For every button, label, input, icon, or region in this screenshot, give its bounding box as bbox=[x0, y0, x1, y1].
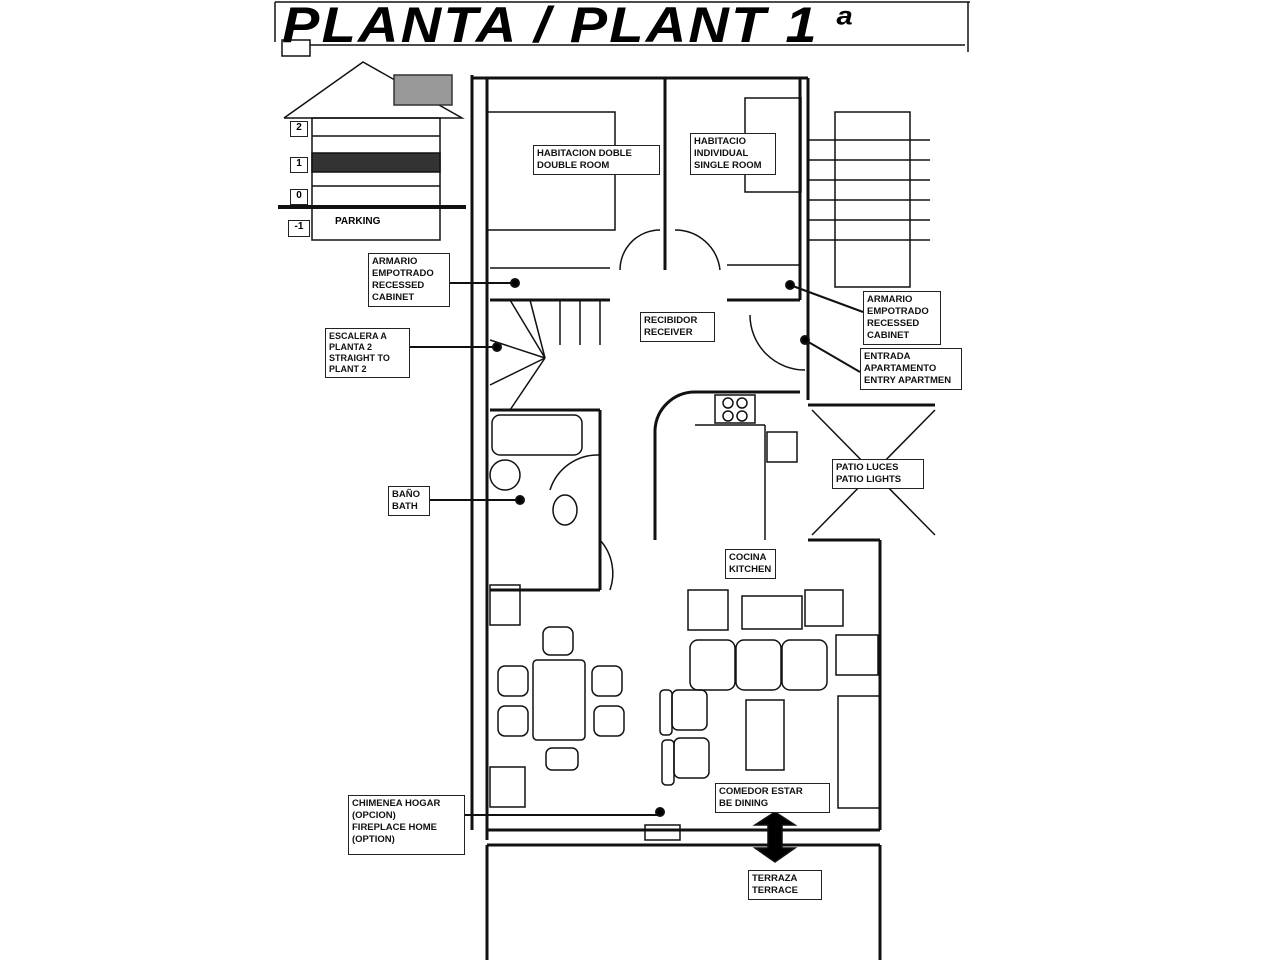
label-line: FIREPLACE HOME bbox=[352, 822, 437, 833]
furniture bbox=[486, 97, 936, 841]
label-line: APARTAMENTO bbox=[864, 363, 937, 374]
terrace-arrow-icon bbox=[752, 811, 798, 863]
label-line: COCINA bbox=[729, 552, 767, 563]
label-line: ENTRY APARTMEN bbox=[864, 375, 952, 386]
label-line: (OPTION) bbox=[352, 834, 395, 845]
label-line: ESCALERA A bbox=[329, 331, 387, 341]
label-line: HABITACION DOBLE bbox=[537, 148, 632, 159]
label-line: RECESSED bbox=[372, 280, 425, 291]
label-line: CABINET bbox=[867, 330, 910, 341]
label-line: ENTRADA bbox=[864, 351, 911, 362]
label-line: RECESSED bbox=[867, 318, 920, 329]
label-line: ARMARIO bbox=[867, 294, 913, 305]
level-1-label: 1 bbox=[290, 157, 308, 173]
label-line: PATIO LUCES bbox=[836, 462, 899, 473]
label-line: BAÑO bbox=[392, 489, 420, 500]
walls bbox=[470, 75, 935, 960]
label-line: (OPCION) bbox=[352, 810, 396, 821]
title-frame bbox=[274, 1, 970, 57]
callout-lines bbox=[410, 278, 864, 817]
label-line: TERRACE bbox=[752, 885, 798, 896]
label-line: PLANT 2 bbox=[329, 364, 367, 374]
label-line: COMEDOR ESTAR bbox=[719, 786, 803, 797]
label-line: TERRAZA bbox=[752, 873, 798, 884]
title-superscript: a bbox=[836, 0, 855, 31]
label-line: KITCHEN bbox=[729, 564, 772, 575]
label-line: ARMARIO bbox=[372, 256, 418, 267]
label-line: CHIMENEA HOGAR bbox=[352, 798, 441, 809]
label-line: CABINET bbox=[372, 292, 415, 303]
label-fireplace: CHIMENEA HOGAR(OPCION)FIREPLACE HOME(OPT… bbox=[348, 795, 465, 855]
label-line: RECIBIDOR bbox=[644, 315, 698, 326]
parking-label: PARKING bbox=[335, 216, 381, 227]
label-line: PLANTA 2 bbox=[329, 342, 373, 352]
label-line: RECEIVER bbox=[644, 327, 693, 338]
label-line: EMPOTRADO bbox=[867, 306, 929, 317]
label-line: PATIO LIGHTS bbox=[836, 474, 902, 485]
label-line: BE DINING bbox=[719, 798, 769, 809]
title-text: PLANTA / PLANT 1 bbox=[282, 0, 819, 53]
label-line: BATH bbox=[392, 501, 418, 512]
level-2-label: 2 bbox=[290, 121, 308, 137]
label-line: DOUBLE ROOM bbox=[537, 160, 610, 171]
level-0-label: 0 bbox=[290, 189, 308, 205]
label-line: INDIVIDUAL bbox=[694, 148, 749, 159]
level-minus1-label: -1 bbox=[288, 220, 310, 237]
label-line: EMPOTRADO bbox=[372, 268, 434, 279]
building-level-diagram bbox=[278, 61, 466, 241]
label-line: SINGLE ROOM bbox=[694, 160, 762, 171]
label-line: STRAIGHT TO bbox=[329, 353, 390, 363]
page-title: PLANTA / PLANT 1 a bbox=[282, 0, 855, 54]
label-line: HABITACIO bbox=[694, 136, 747, 147]
